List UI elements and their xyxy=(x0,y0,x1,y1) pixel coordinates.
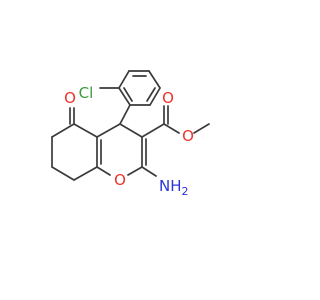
amine-label: NH2 xyxy=(159,177,189,198)
molecule-structure: Cl O O O O NH2 xyxy=(51,70,210,198)
amine-symbol: NH xyxy=(159,177,182,195)
ester-oxygen-label: O xyxy=(182,127,194,145)
ketone-oxygen-label: O xyxy=(64,89,76,107)
bond-skeleton xyxy=(51,70,210,181)
chlorine-label: Cl xyxy=(79,84,94,102)
carbonyl-oxygen-label: O xyxy=(162,89,174,107)
ring-oxygen-label: O xyxy=(114,171,126,189)
amine-subscript: 2 xyxy=(182,185,189,198)
